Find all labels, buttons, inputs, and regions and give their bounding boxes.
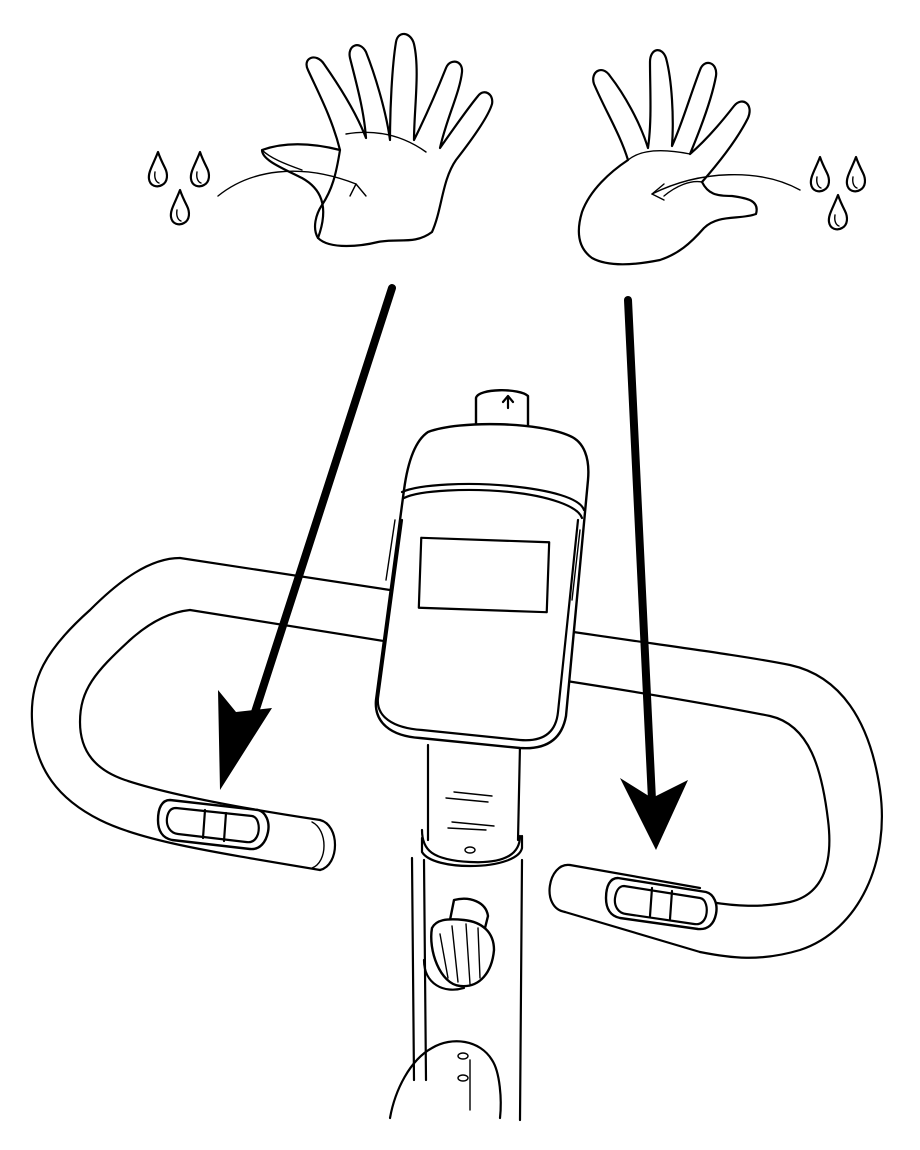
console-display — [417, 536, 551, 614]
hand-icon-right — [577, 49, 801, 266]
handlebar — [30, 556, 883, 959]
pulse-sensor-right — [604, 876, 718, 931]
arrow-down-icon-left — [218, 284, 396, 790]
arrow-down-icon-right — [620, 296, 688, 850]
console — [374, 389, 590, 750]
water-drops-icon-right — [809, 155, 867, 231]
adjustment-knob — [422, 897, 496, 991]
pulse-sensor-left — [156, 798, 270, 851]
seat-base — [388, 1040, 502, 1120]
water-drops-icon-left — [147, 150, 211, 226]
hand-icon-left — [217, 32, 494, 248]
